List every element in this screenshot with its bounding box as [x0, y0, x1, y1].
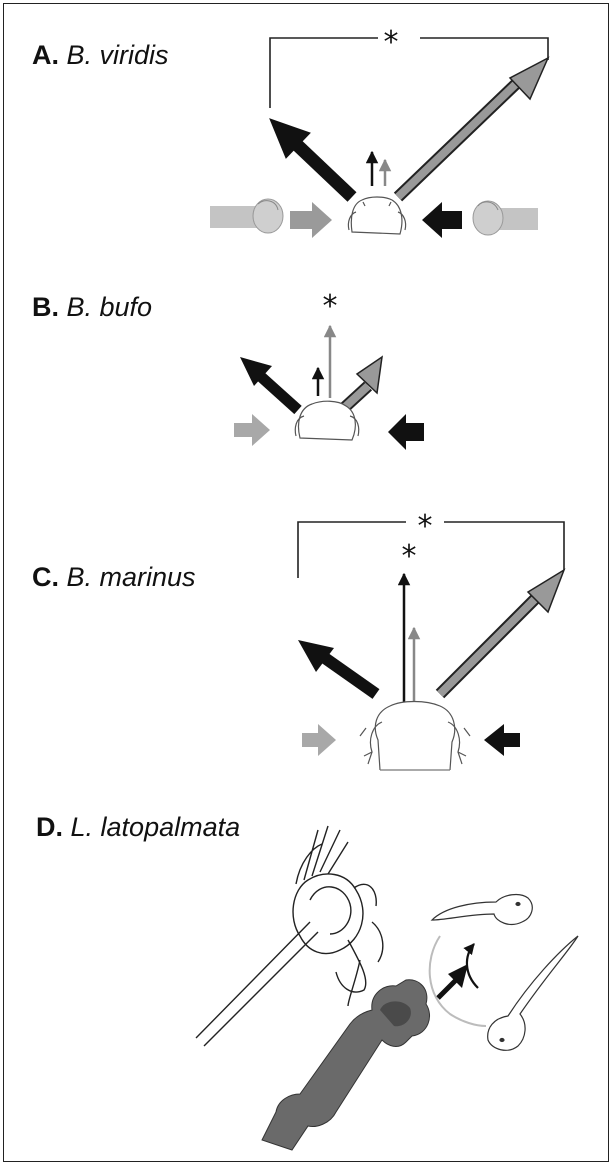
- gray-arrow-icon: [398, 58, 548, 197]
- black-arrow-icon: [240, 357, 298, 410]
- toad-outline-icon: [348, 197, 405, 234]
- black-approach-arrow-icon: [422, 202, 462, 238]
- significance-star: *: [384, 25, 399, 60]
- black-arrow-icon: [270, 119, 352, 197]
- gray-approach-arrow-icon: [290, 202, 332, 238]
- toad-outline-icon: [360, 702, 470, 771]
- tadpole-icon: [488, 936, 578, 1050]
- panel-b-diagram: *: [234, 289, 424, 450]
- feather-probe-icon: [196, 826, 383, 1046]
- significance-star: *: [418, 509, 433, 544]
- significance-star: *: [402, 539, 417, 574]
- black-approach-arrow-icon: [388, 414, 424, 450]
- panel-a-diagram: *: [210, 25, 548, 238]
- significance-star: *: [323, 289, 338, 324]
- tadpole-icon: [432, 895, 532, 925]
- gray-approach-arrow-icon: [302, 724, 336, 756]
- black-approach-arrow-icon: [484, 724, 520, 756]
- stippled-tadpole-icon: [262, 980, 430, 1150]
- panel-d-diagram: [196, 826, 578, 1150]
- gray-arrow-icon: [344, 357, 382, 408]
- black-arrow-icon: [298, 640, 376, 694]
- gray-arrow-icon: [440, 570, 564, 694]
- left-stimulus-probe-icon: [210, 199, 283, 233]
- curved-arrow-icon: [467, 944, 478, 988]
- right-stimulus-probe-icon: [473, 201, 538, 235]
- gray-approach-arrow-icon: [234, 414, 270, 446]
- black-arrow-icon: [438, 964, 468, 998]
- panel-c-diagram: * *: [298, 509, 564, 770]
